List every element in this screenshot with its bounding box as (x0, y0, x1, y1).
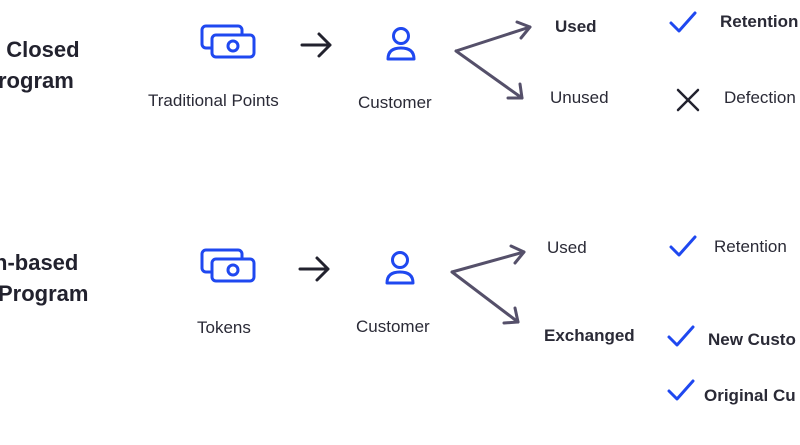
money-icon (200, 248, 256, 283)
user-icon (385, 251, 415, 285)
check-icon (669, 11, 697, 33)
check-icon (667, 379, 695, 401)
arrow-right-icon (300, 32, 332, 58)
check-icon (667, 325, 695, 347)
row1-outcome2-label: Defection (724, 88, 796, 107)
branch-arrows-icon (454, 20, 532, 100)
row2-source-label: Tokens (197, 318, 251, 337)
row1-title-line1: l Closed (0, 37, 80, 62)
row1-branch2-label: Unused (550, 88, 609, 107)
row1-target-label: Customer (358, 93, 432, 112)
row1-title-line2: rogram (0, 68, 74, 93)
row2-outcome1-label: Retention (714, 237, 787, 256)
row2-outcome2-label: New Custo (708, 330, 796, 349)
row2-target-label: Customer (356, 317, 430, 336)
branch-arrows-icon (450, 244, 526, 325)
row1-branch1-label: Used (555, 17, 597, 36)
row2-branch2-label: Exchanged (544, 326, 635, 345)
cross-icon (676, 88, 700, 112)
row2-branch1-label: Used (547, 238, 587, 257)
money-icon (200, 24, 256, 59)
arrow-right-icon (298, 256, 330, 282)
row1-outcome1-label: Retention (720, 12, 799, 31)
row2-outcome3-label: Original Cu (704, 386, 796, 405)
user-icon (386, 27, 416, 61)
row1-source-label: Traditional Points (148, 91, 279, 110)
row2-title-line1: n-based (0, 250, 79, 275)
row2-title-line2: Program (0, 281, 89, 306)
check-icon (669, 235, 697, 257)
